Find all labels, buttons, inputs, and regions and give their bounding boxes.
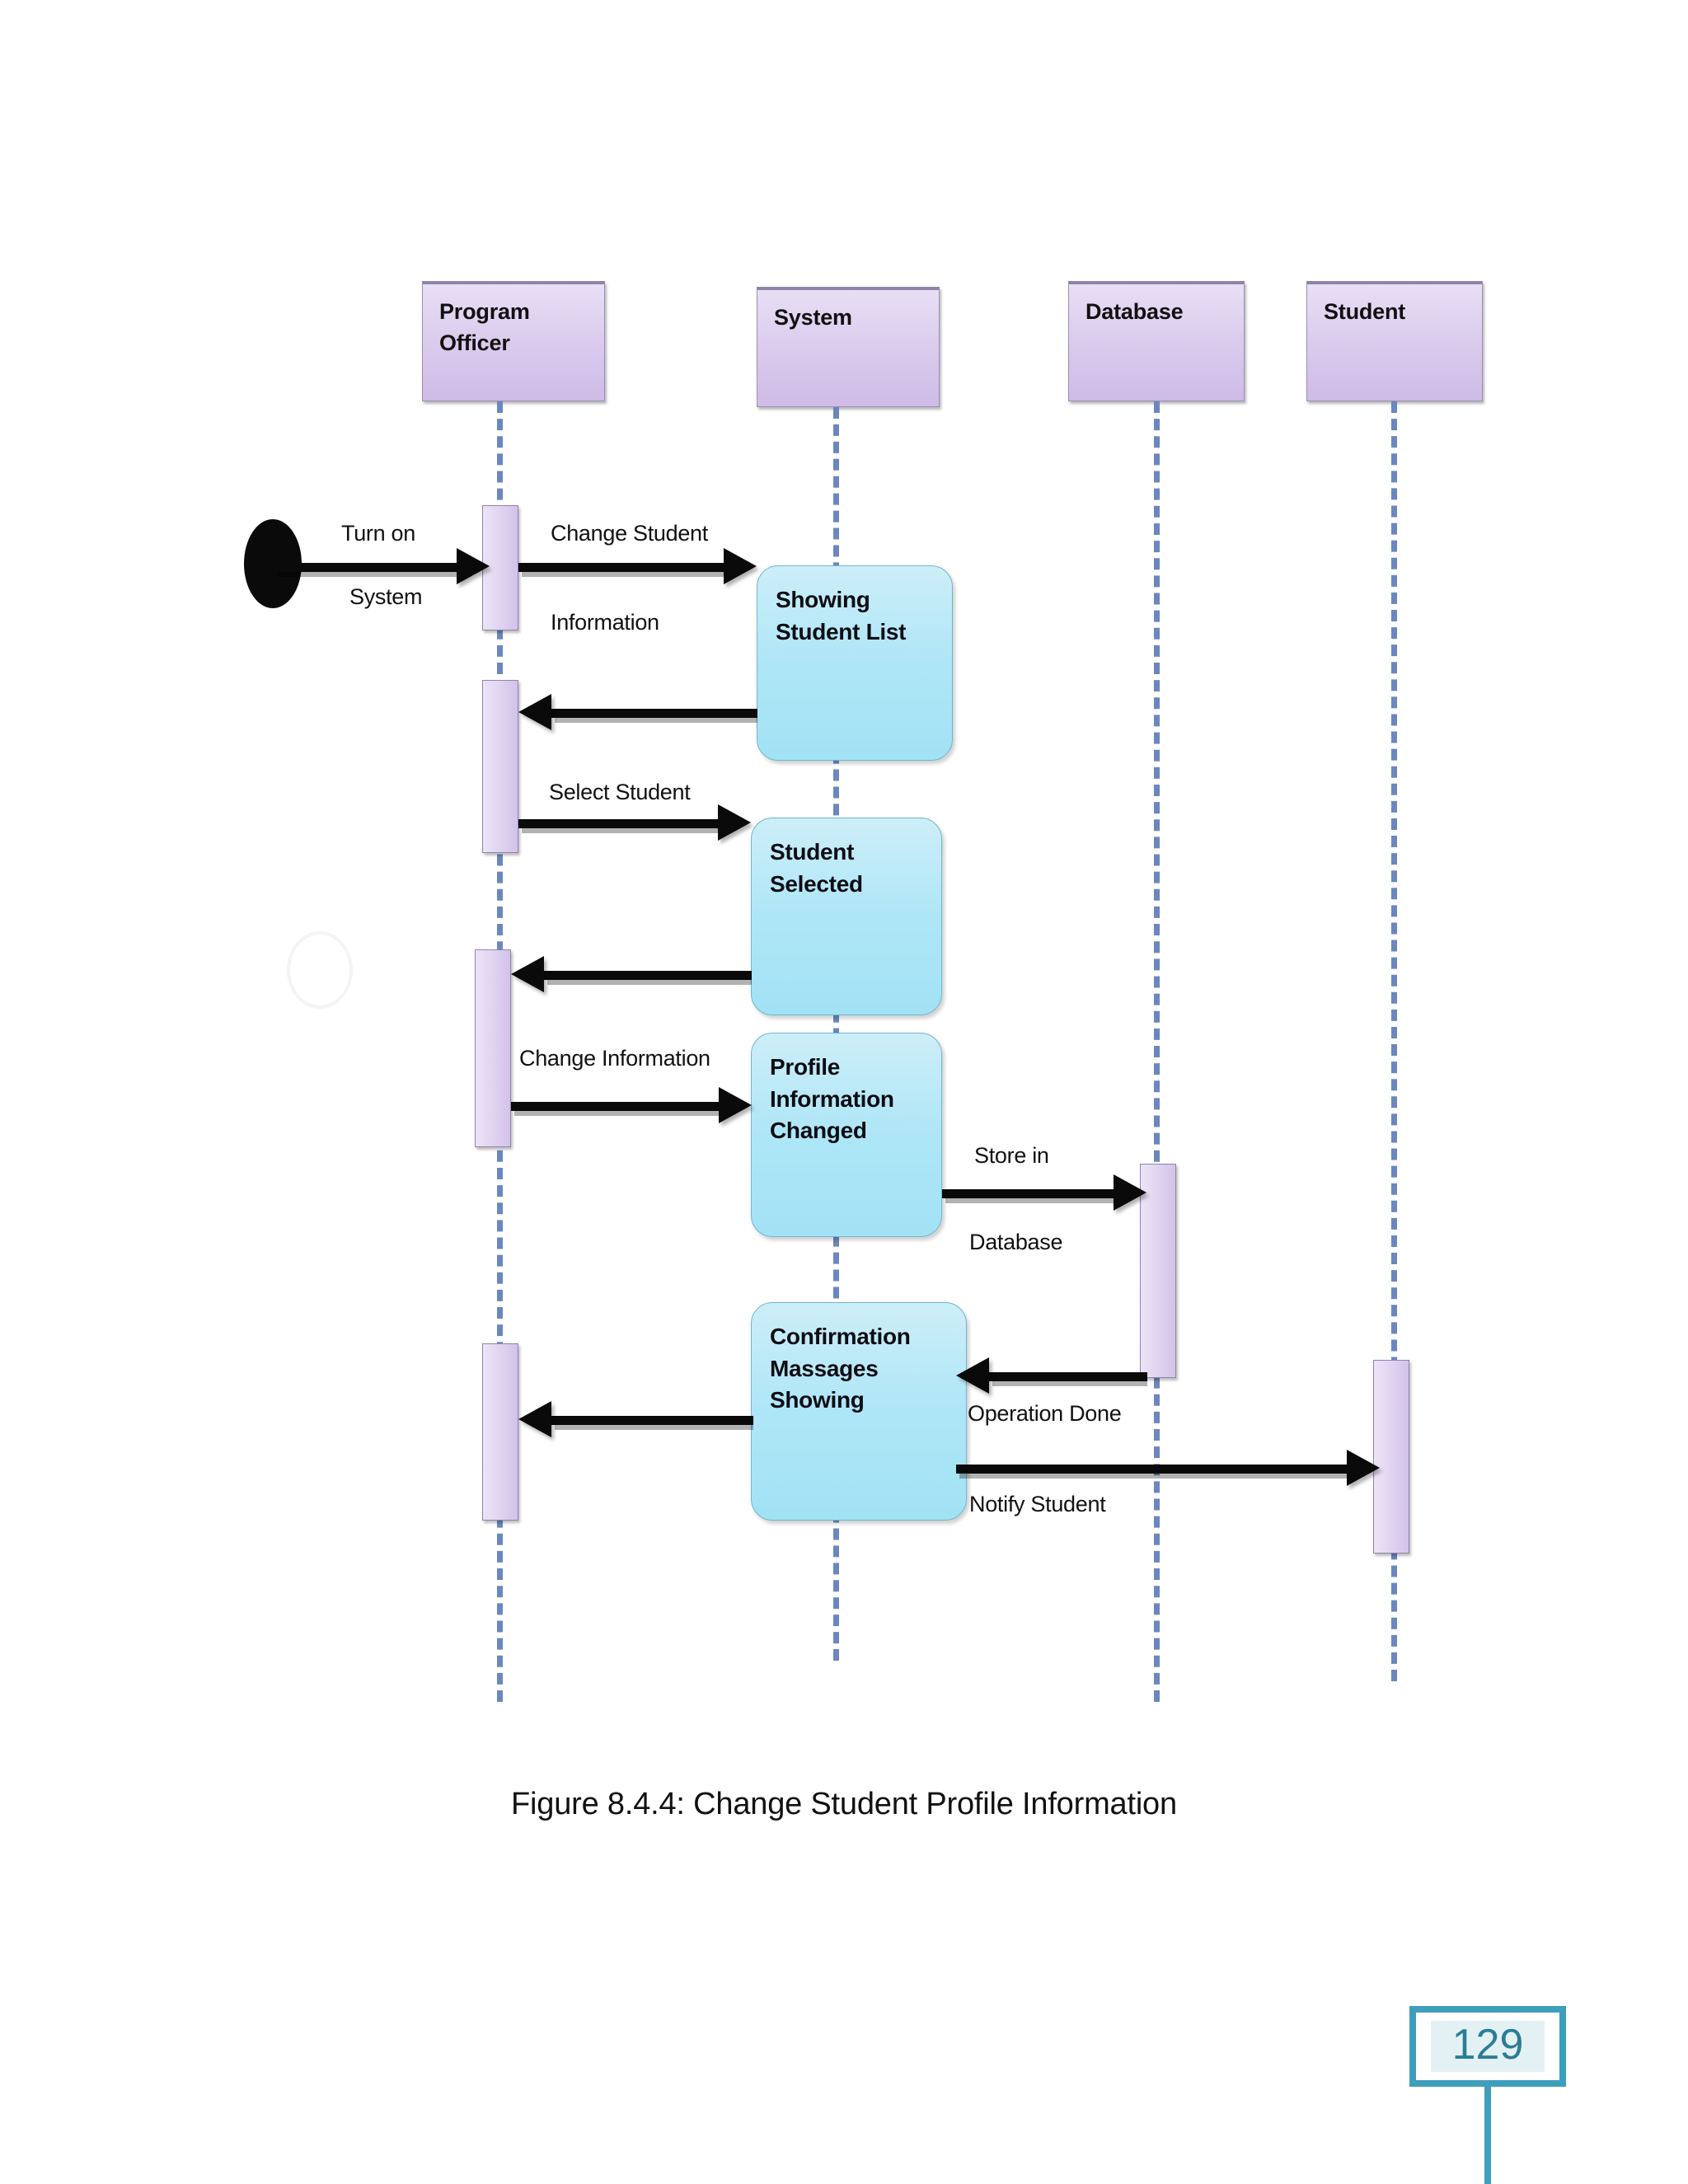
message-label-turn-on-system-below: System xyxy=(349,584,423,609)
arrow-shaft xyxy=(551,709,757,718)
page-number-stem xyxy=(1484,2087,1491,2184)
arrow-head-left-icon xyxy=(518,1401,551,1437)
state-box-profile-information-changed-line3: Changed xyxy=(770,1118,867,1144)
page-number-box: 129 xyxy=(1409,2006,1566,2087)
arrow-head-left-icon xyxy=(956,1357,989,1394)
arrow-shaft-shadow xyxy=(555,1425,753,1430)
arrow-head-right-icon xyxy=(719,1087,752,1123)
figure-caption: Figure 8.4.4: Change Student Profile Inf… xyxy=(511,1787,1177,1821)
arrow-shaft-shadow xyxy=(522,828,718,833)
lifeline-header-database: Database xyxy=(1068,281,1245,401)
lifeline-label-program-officer-line1: Program xyxy=(439,299,530,324)
sequence-diagram: Program Officer System Database Student xyxy=(244,281,1483,1702)
state-box-student-selected-line1: Student xyxy=(770,839,855,865)
arrow-shaft xyxy=(956,1465,1347,1474)
arrow-shaft-shadow xyxy=(547,980,752,985)
message-label-change-student-information-above: Change Student xyxy=(551,521,708,546)
message-label-store-in-database-below: Database xyxy=(969,1230,1063,1254)
state-box-profile-information-changed: Profile Information Changed xyxy=(751,1033,942,1237)
arrow-shaft xyxy=(551,1416,753,1425)
activation-bar-program-officer-4 xyxy=(482,1343,518,1521)
state-box-student-selected-line2: Selected xyxy=(770,870,863,897)
lifeline-header-system: System xyxy=(757,287,940,407)
arrow-head-right-icon xyxy=(718,804,751,841)
lifeline-header-student: Student xyxy=(1306,281,1483,401)
activation-bar-program-officer-2 xyxy=(482,680,518,853)
state-box-showing-student-list-line2: Student List xyxy=(776,618,907,644)
lifeline-header-program-officer: Program Officer xyxy=(422,281,605,401)
state-box-confirmation-massages-showing-line2: Massages xyxy=(770,1355,879,1381)
state-box-showing-student-list: Showing Student List xyxy=(757,565,953,761)
activation-bar-program-officer-3 xyxy=(475,949,511,1147)
message-label-select-student: Select Student xyxy=(549,780,691,804)
message-label-change-information: Change Information xyxy=(519,1046,710,1071)
state-box-confirmation-massages-showing-line1: Confirmation xyxy=(770,1324,911,1349)
arrow-shaft xyxy=(518,563,724,572)
lifeline-label-system-line1: System xyxy=(774,305,852,330)
message-label-notify-student: Notify Student xyxy=(969,1492,1106,1516)
arrow-head-right-icon xyxy=(1347,1450,1380,1486)
state-box-showing-student-list-line1: Showing xyxy=(776,587,870,612)
page-number-footer: 129 xyxy=(1409,2006,1566,2184)
decorative-circle-artifact xyxy=(287,931,353,1009)
page-number-value: 129 xyxy=(1430,2020,1545,2073)
state-box-student-selected: Student Selected xyxy=(751,818,942,1015)
lifeline-line-student xyxy=(1391,401,1397,1681)
message-label-turn-on-system-above: Turn on xyxy=(341,521,415,546)
message-label-change-student-information-below: Information xyxy=(551,610,659,635)
state-box-profile-information-changed-line2: Information xyxy=(770,1085,894,1112)
arrow-head-left-icon xyxy=(511,956,544,992)
arrow-shaft-shadow xyxy=(945,1198,1114,1203)
arrow-shaft-shadow xyxy=(992,1381,1147,1386)
arrow-shaft-shadow xyxy=(514,1111,719,1116)
lifeline-label-program-officer-line2: Officer xyxy=(439,330,510,356)
state-box-confirmation-massages-showing-line3: Showing xyxy=(770,1387,865,1413)
arrow-head-right-icon xyxy=(1114,1174,1146,1211)
message-label-operation-done: Operation Done xyxy=(968,1401,1122,1426)
arrow-shaft xyxy=(942,1189,1114,1198)
lifeline-label-student-line1: Student xyxy=(1324,299,1406,324)
lifeline-label-database-line1: Database xyxy=(1085,299,1184,324)
arrow-shaft-shadow xyxy=(959,1474,1347,1479)
arrow-head-right-icon xyxy=(457,548,490,584)
arrow-shaft-shadow xyxy=(555,718,757,723)
arrow-shaft xyxy=(989,1372,1147,1381)
arrow-shaft xyxy=(518,819,718,828)
message-label-store-in-database-above: Store in xyxy=(974,1143,1049,1168)
state-box-confirmation-massages-showing: Confirmation Massages Showing xyxy=(751,1302,967,1521)
arrow-shaft xyxy=(511,1102,719,1111)
arrow-shaft-shadow xyxy=(277,572,457,577)
arrow-head-left-icon xyxy=(518,694,551,730)
arrow-shaft xyxy=(274,563,457,572)
arrow-head-right-icon xyxy=(724,548,757,584)
arrow-shaft xyxy=(544,971,752,980)
state-box-profile-information-changed-line1: Profile xyxy=(770,1054,841,1080)
arrow-shaft-shadow xyxy=(522,572,724,577)
lifeline-line-database xyxy=(1154,401,1160,1702)
